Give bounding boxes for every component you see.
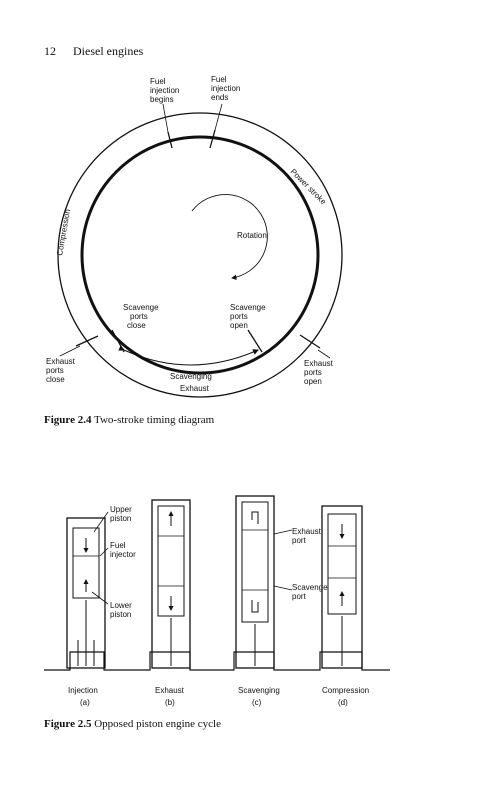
rotation-arrow xyxy=(191,194,268,280)
running-title: Diesel engines xyxy=(73,44,144,58)
panel-injection xyxy=(66,517,106,669)
label-scavenge-close-1: Scavenge xyxy=(123,303,159,312)
annot-upper-piston-1: Upper xyxy=(110,505,132,514)
caption-label: Figure 2.5 xyxy=(44,718,92,730)
annot-lower-piston-1: Lower xyxy=(110,601,132,610)
panel-exhaust xyxy=(151,499,191,669)
annot-exhaust-port-1: Exhaust xyxy=(292,527,322,536)
tick-exhaust-close xyxy=(75,335,99,347)
label-exhaust-open-1: Exhaust xyxy=(304,359,334,368)
annot-scavenge-port-2: port xyxy=(292,592,307,601)
tick-fuel-begins xyxy=(167,131,173,149)
two-stroke-timing-diagram: Fuel injection begins Fuel injection end… xyxy=(46,75,343,398)
tick-exhaust-open xyxy=(299,334,321,349)
label-exhaust: Exhaust xyxy=(180,384,210,393)
panel-c-name: Scavenging xyxy=(238,686,280,695)
label-exhaust-close-2: ports xyxy=(46,366,64,375)
label-scavenge-close-3: close xyxy=(127,321,146,330)
panel-c-letter: (c) xyxy=(252,698,262,707)
base-line xyxy=(44,651,390,671)
page-number: 12 xyxy=(44,44,56,58)
label-exhaust-close-3: close xyxy=(46,375,65,384)
label-scavenge-open-3: open xyxy=(230,321,248,330)
panel-a-letter: (a) xyxy=(80,698,90,707)
panel-d-letter: (d) xyxy=(338,698,348,707)
label-fuel-ends-3: ends xyxy=(211,93,228,102)
inner-ring xyxy=(80,135,320,375)
scavenging-arc xyxy=(118,345,259,366)
figure-2-5-caption: Figure 2.5 Opposed piston engine cycle xyxy=(44,718,221,730)
label-scavenging: Scavenging xyxy=(170,372,212,381)
annot-upper-piston-2: piston xyxy=(110,514,131,523)
annot-fuel-injector-1: Fuel xyxy=(110,541,126,550)
annot-exhaust-port-2: port xyxy=(292,536,307,545)
label-fuel-begins-2: injection xyxy=(150,86,179,95)
panel-d-name: Compression xyxy=(322,686,369,695)
caption-text: Opposed piston engine cycle xyxy=(94,718,221,730)
label-fuel-ends-2: injection xyxy=(211,84,240,93)
label-fuel-ends-1: Fuel xyxy=(211,75,227,84)
label-exhaust-open-3: open xyxy=(304,377,322,386)
tick-scavenge-open xyxy=(247,329,263,353)
tick-fuel-ends xyxy=(209,129,216,149)
label-scavenge-open-1: Scavenge xyxy=(230,303,266,312)
panel-b-letter: (b) xyxy=(165,698,175,707)
opposed-piston-cycle-diagram: Upper piston Fuel injector Lower piston … xyxy=(44,495,390,707)
annot-scavenge-port-1: Scavenge xyxy=(292,583,328,592)
label-scavenge-close-2: ports xyxy=(130,312,148,321)
label-rotation: Rotation xyxy=(237,231,267,240)
label-exhaust-close-1: Exhaust xyxy=(46,357,76,366)
caption-text: Two-stroke timing diagram xyxy=(94,414,215,426)
label-scavenge-open-2: ports xyxy=(230,312,248,321)
tick-scavenge-close xyxy=(111,329,125,353)
label-fuel-begins-1: Fuel xyxy=(150,77,166,86)
panel-a-name: Injection xyxy=(68,686,98,695)
label-fuel-begins-3: begins xyxy=(150,95,174,104)
figure-2-4-caption: Figure 2.4 Two-stroke timing diagram xyxy=(44,414,214,426)
annot-fuel-injector-2: injector xyxy=(110,550,136,559)
caption-label: Figure 2.4 xyxy=(44,414,92,426)
panel-compression xyxy=(321,505,363,669)
outer-ring xyxy=(57,112,343,398)
label-compression: Compression xyxy=(55,208,72,256)
panel-b-name: Exhaust xyxy=(155,686,185,695)
page-header: 12 Diesel engines xyxy=(44,44,143,59)
label-exhaust-open-2: ports xyxy=(304,368,322,377)
panel-scavenging xyxy=(235,495,293,669)
annot-lower-piston-2: piston xyxy=(110,610,131,619)
